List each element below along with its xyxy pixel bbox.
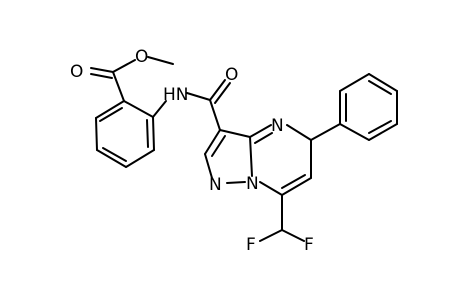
pyrazole-nitrogen-1-label: N [209,175,222,195]
bond-benzoate-5-inner [146,119,149,148]
bond-phenyl-3-inner [368,80,392,95]
atom-labels: O O HN O N N N F F [70,47,314,255]
bond-c5-phenyl [310,123,341,141]
bond-carbonyl-ring [112,71,125,102]
bond-n7a-c3a [249,136,253,177]
bond-benzoate-4 [125,149,155,168]
bond-c7-n7a [259,181,283,196]
bonds [90,56,398,242]
bond-carbonyl-double-a [90,67,114,73]
bond-nh-amide-c [186,92,211,101]
bond-amide-double-a [209,79,226,101]
bond-methyl-o [147,56,174,65]
bond-benzoate-1-inner [99,107,123,122]
bond-benzoate-3-inner [102,147,127,162]
bond-phenyl-2 [339,73,370,92]
bond-benzoate-3 [96,149,127,168]
bond-benzoate-6 [123,100,154,118]
bond-benzoate-2 [95,117,98,151]
amide-nh-label: HN [163,85,189,105]
bond-phenyl-6 [339,123,370,141]
ester-ether-oxygen-label: O [135,47,148,67]
bond-c2-n1 [204,153,213,179]
bond-amide-c-c3 [209,99,221,131]
bond-c6-c7-inner [281,174,306,189]
bond-amide-double-b [214,82,231,104]
bond-o-carbonyl-c [112,59,136,73]
bond-c3-c2-inner [211,135,226,157]
bond-phenyl-5 [368,123,398,141]
amide-oxygen-label: O [225,65,238,85]
bond-c3-c2 [204,129,221,155]
bond-n1-n7a [226,181,246,184]
bond-c6-c7 [281,177,312,196]
bond-carbonyl-double-b [90,73,113,79]
pyrazole-nitrogen-2-label: N [246,174,259,194]
bond-c-f-left [259,229,283,242]
bond-phenyl-3 [368,73,398,92]
bond-benzoate-5 [152,116,155,151]
bond-c3-c3a [219,129,251,138]
bond-ring-nh [152,100,167,118]
bond-c-f-right [281,229,305,242]
fluorine-left-label: F [246,235,256,255]
ester-carbonyl-oxygen-label: O [70,62,83,82]
bond-c3a-n4-inner [254,132,273,144]
bond-n4-c5 [286,124,312,141]
pyrimidine-nitrogen-label: N [271,116,284,136]
fluorine-right-label: F [304,235,314,255]
bond-c3a-n4 [249,124,272,138]
bond-phenyl-5-inner [368,120,392,134]
bond-benzoate-1 [95,100,125,119]
